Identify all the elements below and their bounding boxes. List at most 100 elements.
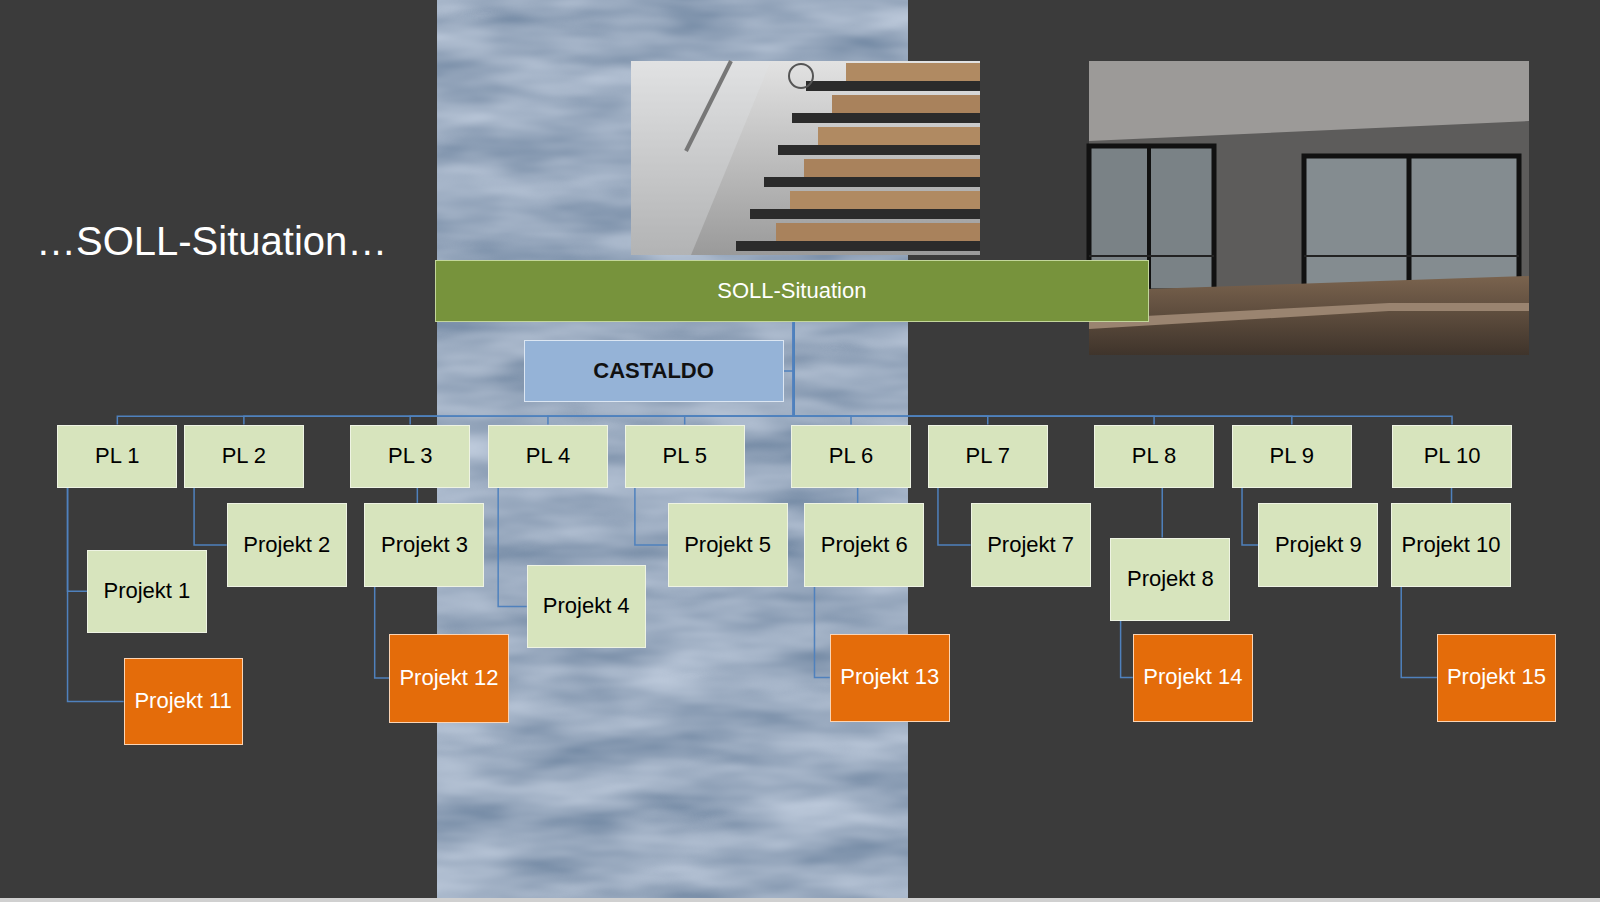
ceiling	[1089, 61, 1529, 141]
rail-ring	[789, 64, 813, 88]
box-label: Projekt 15	[1447, 664, 1546, 690]
box-label: PL 1	[95, 443, 139, 469]
photo-ground	[631, 61, 980, 255]
stair-shadow	[792, 113, 980, 123]
photo-ground	[1089, 61, 1529, 355]
box-label: PL 8	[1132, 443, 1176, 469]
new-project-box: Projekt 12	[389, 634, 509, 723]
connector	[417, 488, 419, 503]
connector	[794, 322, 1452, 424]
connector	[814, 587, 829, 678]
box-label: PL 7	[966, 443, 1010, 469]
project-box: Projekt 8	[1110, 538, 1230, 621]
connector	[117, 322, 793, 424]
project-box: Projekt 9	[1258, 503, 1378, 587]
box-label: SOLL-Situation	[717, 278, 866, 304]
lead-box: PL 7	[928, 425, 1048, 488]
box-label: Projekt 7	[987, 532, 1074, 558]
box-label: Projekt 10	[1401, 532, 1500, 558]
box-label: PL 3	[388, 443, 432, 469]
window	[1304, 156, 1519, 291]
connector	[1401, 587, 1437, 678]
project-box: Projekt 6	[804, 503, 924, 587]
heading-bar: SOLL-Situation	[435, 260, 1149, 322]
new-project-box: Projekt 14	[1133, 634, 1253, 722]
railing	[1089, 255, 1214, 257]
new-project-box: Projekt 11	[124, 658, 243, 745]
connector	[784, 322, 794, 371]
lead-box: PL 5	[625, 425, 745, 488]
bottom-strip	[0, 898, 1600, 902]
lead-box: PL 2	[184, 425, 304, 488]
box-label: Projekt 13	[840, 664, 939, 690]
box-label: Projekt 12	[399, 665, 498, 691]
project-box: Projekt 3	[364, 503, 484, 587]
railing	[1304, 255, 1519, 257]
box-label: Projekt 4	[543, 593, 630, 619]
connector	[375, 587, 389, 678]
connector	[68, 488, 87, 592]
box-label: Projekt 5	[684, 532, 771, 558]
stair-shadow	[736, 241, 980, 251]
connector	[1242, 488, 1258, 545]
project-box: Projekt 7	[971, 503, 1091, 587]
slide-title: …SOLL-Situation…	[36, 217, 387, 265]
window-frame	[1407, 156, 1412, 291]
box-label: PL 6	[829, 443, 873, 469]
stair-shadow	[806, 81, 980, 91]
floor	[1089, 276, 1529, 355]
box-label: PL 4	[526, 443, 570, 469]
box-label: Projekt 14	[1143, 664, 1242, 690]
connector	[410, 322, 793, 424]
connector	[1451, 488, 1453, 503]
stair-tread	[818, 127, 980, 145]
lead-box: PL 10	[1392, 425, 1512, 488]
project-box: Projekt 2	[227, 503, 347, 587]
connector	[794, 322, 851, 424]
box-label: Projekt 8	[1127, 566, 1214, 592]
stair-shadow	[778, 145, 980, 155]
stair-tread	[832, 95, 980, 113]
rail	[686, 61, 731, 151]
connector	[194, 488, 227, 545]
box-label: PL 10	[1424, 443, 1481, 469]
lead-box: PL 4	[488, 425, 608, 488]
stair-tread	[776, 223, 980, 241]
box-label: Projekt 11	[134, 688, 231, 714]
connector	[1161, 488, 1163, 538]
new-project-box: Projekt 13	[830, 634, 950, 722]
connector	[244, 322, 794, 424]
box-label: PL 9	[1270, 443, 1314, 469]
project-box: Projekt 1	[87, 550, 207, 633]
lead-box: PL 1	[57, 425, 177, 488]
box-label: Projekt 1	[104, 578, 191, 604]
connector	[635, 488, 668, 545]
room-photo	[1089, 61, 1529, 355]
person-box: CASTALDO	[524, 340, 784, 402]
lead-box: PL 6	[791, 425, 911, 488]
project-box: Projekt 5	[668, 503, 788, 587]
connector	[1121, 621, 1133, 678]
box-label: Projekt 3	[381, 532, 468, 558]
connector	[498, 488, 527, 607]
stairs-photo	[631, 61, 980, 255]
stair-tread	[846, 63, 980, 81]
box-label: PL 5	[662, 443, 706, 469]
project-box: Projekt 10	[1391, 503, 1511, 587]
box-label: CASTALDO	[593, 358, 714, 384]
connector	[794, 322, 1292, 424]
box-label: Projekt 6	[821, 532, 908, 558]
connector	[794, 322, 988, 424]
platform-edge	[1089, 303, 1529, 329]
stair-tread	[804, 159, 980, 177]
connector	[794, 322, 1155, 424]
box-label: Projekt 9	[1275, 532, 1362, 558]
box-label: PL 2	[222, 443, 266, 469]
stair-shadow	[764, 177, 980, 187]
glass-panel	[631, 61, 771, 255]
lead-box: PL 3	[350, 425, 470, 488]
connector	[938, 488, 971, 545]
lead-box: PL 8	[1094, 425, 1214, 488]
new-project-box: Projekt 15	[1437, 634, 1556, 722]
